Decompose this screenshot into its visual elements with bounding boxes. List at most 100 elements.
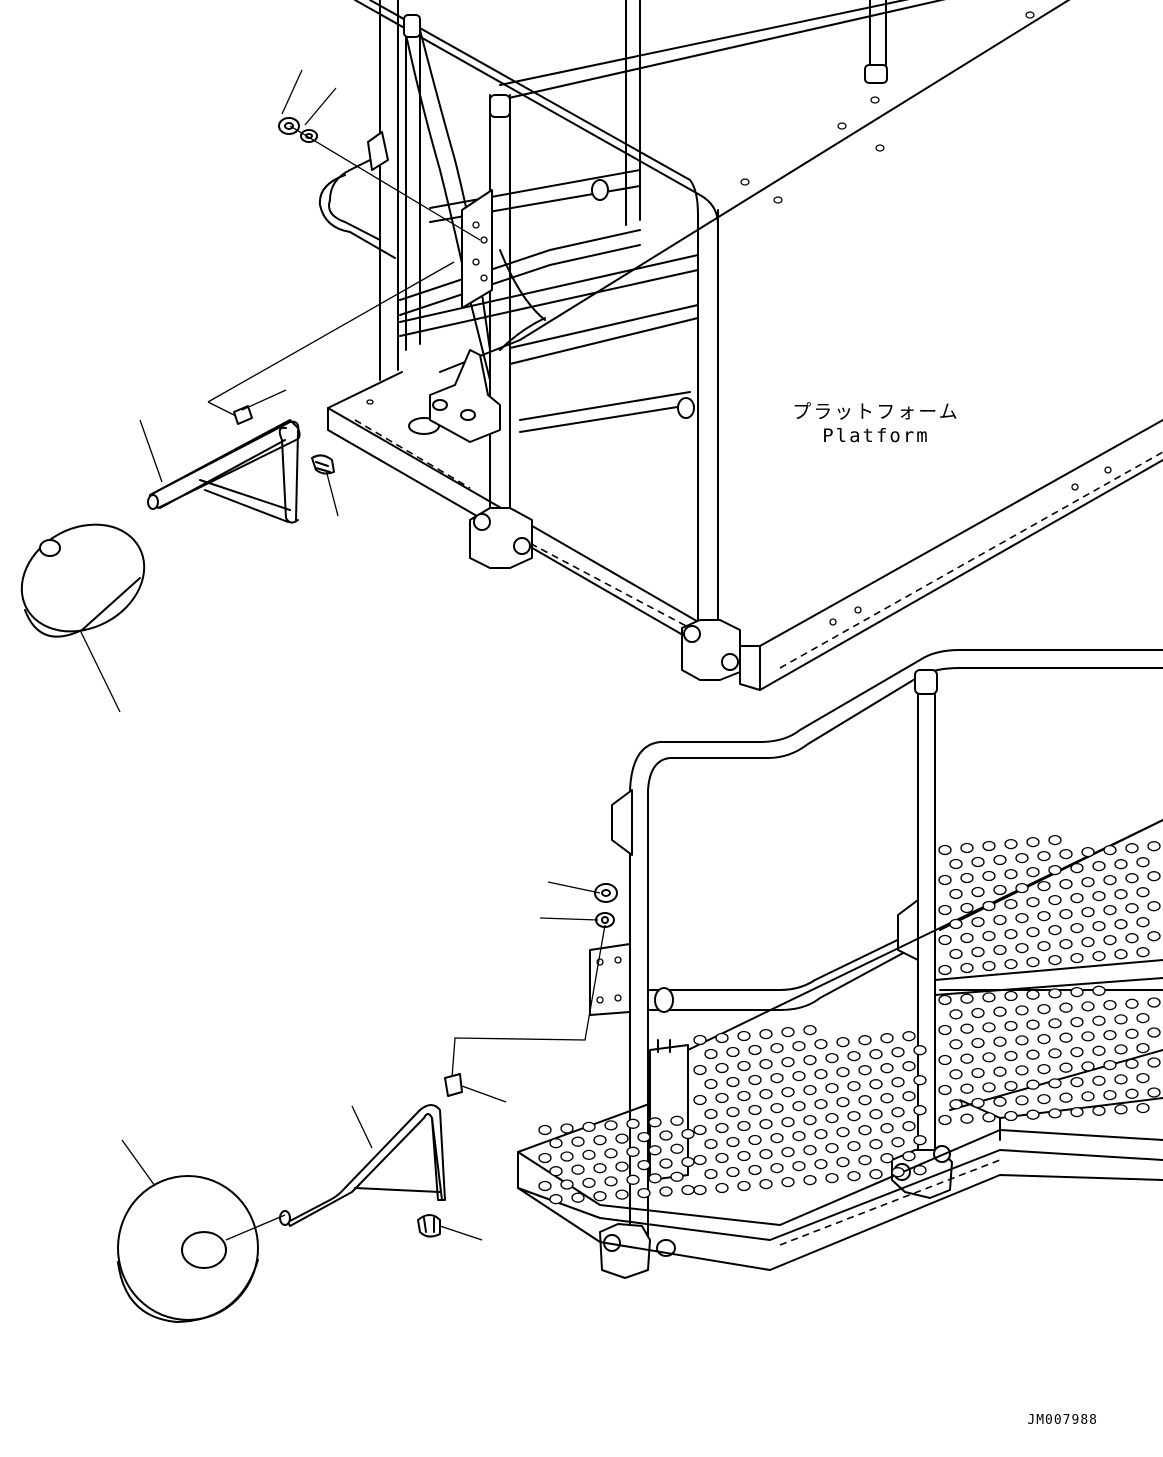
mirror-mount-plate bbox=[589, 943, 631, 1016]
upper-mirror-parts bbox=[20, 69, 481, 713]
perforation-hole bbox=[803, 1174, 817, 1186]
perforation-hole bbox=[1092, 1045, 1106, 1056]
perforation-hole bbox=[1070, 1046, 1084, 1058]
perforation-hole bbox=[949, 918, 963, 930]
perforation-hole bbox=[770, 1072, 784, 1084]
perforation-hole bbox=[1136, 947, 1150, 958]
perforation-hole bbox=[748, 1164, 762, 1176]
rail-bracket bbox=[897, 899, 919, 961]
perforation-hole bbox=[748, 1104, 762, 1116]
drawing-code: JM007988 bbox=[1027, 1413, 1098, 1428]
perforation-hole bbox=[626, 1118, 640, 1129]
perforation-hole bbox=[538, 1152, 552, 1164]
perforation-hole bbox=[560, 1151, 574, 1162]
perforation-hole bbox=[836, 1066, 850, 1078]
perforation-hole bbox=[891, 1137, 905, 1148]
perforation-hole bbox=[1015, 1065, 1029, 1076]
rail-clamp bbox=[864, 64, 888, 84]
perforation-hole bbox=[960, 993, 974, 1004]
perforation-hole bbox=[949, 948, 963, 960]
perforation-hole bbox=[949, 1099, 963, 1110]
perforation-hole bbox=[604, 1120, 618, 1131]
perforation-hole bbox=[1015, 942, 1029, 954]
perforation-hole bbox=[825, 1052, 839, 1064]
perforation-hole bbox=[1147, 997, 1161, 1008]
perforation-hole bbox=[1092, 860, 1106, 872]
perforation-hole bbox=[715, 1092, 729, 1104]
perforation-hole bbox=[737, 1030, 751, 1042]
perforation-hole bbox=[803, 1114, 817, 1126]
perforation-hole bbox=[1081, 1061, 1095, 1072]
perforation-hole bbox=[1125, 843, 1139, 854]
perforation-hole bbox=[681, 1128, 695, 1140]
perforation-hole bbox=[913, 1105, 927, 1116]
perforation-hole bbox=[1048, 924, 1062, 936]
perforation-hole bbox=[704, 1048, 718, 1060]
perforation-hole bbox=[759, 1058, 773, 1070]
perforation-hole bbox=[1114, 1074, 1128, 1085]
nut bbox=[278, 117, 300, 135]
perforation-hole bbox=[913, 1045, 927, 1056]
perforation-hole bbox=[582, 1121, 596, 1133]
perforation-hole bbox=[993, 914, 1007, 926]
perforation-hole bbox=[1015, 852, 1029, 864]
perforation-hole bbox=[982, 870, 996, 882]
mirror-disc bbox=[117, 1175, 286, 1323]
perforation-hole bbox=[825, 1082, 839, 1094]
perforation-hole bbox=[571, 1136, 585, 1147]
perforation-hole bbox=[781, 1026, 795, 1038]
perforation-hole bbox=[1037, 1063, 1051, 1075]
perforation-hole bbox=[1081, 936, 1095, 948]
perforation-hole bbox=[693, 1124, 707, 1136]
mirror-stay bbox=[147, 419, 301, 524]
perforation-hole bbox=[1070, 1076, 1084, 1088]
perforation-hole bbox=[938, 904, 952, 916]
perforation-hole bbox=[1103, 999, 1117, 1011]
perforation-hole bbox=[582, 1149, 596, 1161]
perforation-hole bbox=[693, 1154, 707, 1166]
perforation-hole bbox=[726, 1106, 740, 1118]
perforation-hole bbox=[1125, 903, 1139, 914]
perforation-hole bbox=[693, 1094, 707, 1106]
perforation-hole bbox=[880, 1123, 894, 1134]
perforation-hole bbox=[1037, 880, 1051, 892]
perforation-hole bbox=[858, 1065, 872, 1076]
perforation-hole bbox=[913, 1135, 927, 1146]
perforation-hole bbox=[993, 854, 1007, 866]
perforated-step bbox=[517, 819, 1163, 1271]
perforation-hole bbox=[1103, 1089, 1117, 1101]
assembly-line bbox=[207, 261, 455, 403]
perforation-hole bbox=[1037, 940, 1051, 952]
perforation-hole bbox=[781, 1056, 795, 1068]
perforation-hole bbox=[1147, 1027, 1161, 1038]
perforation-hole bbox=[1059, 908, 1073, 920]
perforation-hole bbox=[902, 1061, 916, 1072]
perforation-hole bbox=[1147, 841, 1161, 852]
perforation-hole bbox=[1037, 910, 1051, 922]
perforation-hole bbox=[792, 1040, 806, 1052]
perforation-hole bbox=[1004, 990, 1018, 1002]
perforation-hole bbox=[659, 1186, 673, 1197]
perforation-hole bbox=[1059, 1002, 1073, 1013]
nut bbox=[594, 883, 618, 903]
mirror-stay bbox=[279, 1104, 446, 1227]
perforation-hole bbox=[1037, 1033, 1051, 1045]
perforation-hole bbox=[825, 1142, 839, 1154]
perforation-hole bbox=[1114, 859, 1128, 870]
perforation-hole bbox=[1081, 1001, 1095, 1012]
leader-lines bbox=[121, 881, 601, 1241]
perforation-hole bbox=[938, 964, 952, 976]
perforation-hole bbox=[1114, 949, 1128, 960]
platform-label-jp: プラットフォーム bbox=[792, 401, 959, 423]
perforation-hole bbox=[1026, 1079, 1040, 1090]
perforation-hole bbox=[637, 1187, 651, 1199]
perforation-hole bbox=[993, 1036, 1007, 1047]
perforation-hole bbox=[1092, 985, 1106, 996]
perforation-hole bbox=[1026, 956, 1040, 968]
perforation-hole bbox=[1059, 1092, 1073, 1103]
perforation-hole bbox=[971, 1037, 985, 1049]
perforation-hole bbox=[1026, 1049, 1040, 1060]
perforation-hole bbox=[1070, 892, 1084, 904]
perforation-hole bbox=[902, 1121, 916, 1132]
perforation-hole bbox=[1059, 848, 1073, 860]
